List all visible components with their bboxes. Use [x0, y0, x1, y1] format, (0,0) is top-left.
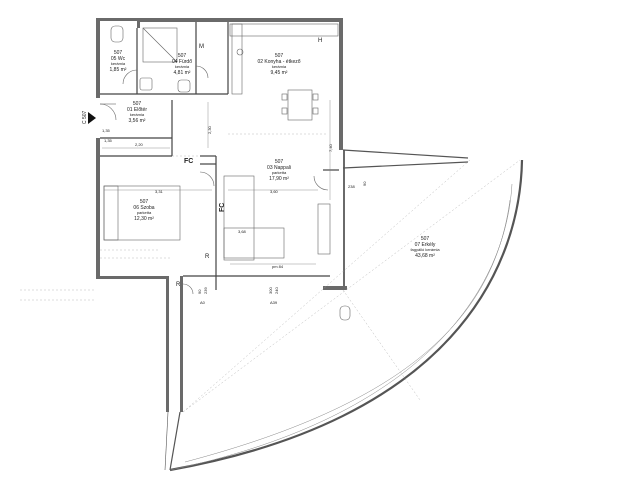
room-unit-wc: 507 — [114, 50, 123, 56]
dim-text: A0 — [200, 300, 206, 305]
marker-r-lower: R — [176, 282, 181, 288]
toilet-wc — [110, 25, 124, 43]
room-name-eloter: 01 Előtér — [127, 107, 147, 113]
dimension-lines — [102, 100, 331, 265]
room-area-konyha: 9,45 m² — [271, 70, 288, 76]
marker-h: H — [318, 38, 322, 44]
toilet-bath — [177, 79, 191, 93]
fixtures — [103, 23, 351, 321]
markers: M H FC FC R R C 507 — [82, 38, 322, 288]
dim-text: 238 — [348, 184, 355, 189]
room-name-nappali: 03 Nappali — [267, 165, 291, 171]
room-floor-szoba: parketta — [137, 210, 152, 215]
dim-text: 1,35 — [104, 138, 113, 143]
marker-m: M — [199, 44, 204, 50]
room-area-wc: 1,85 m² — [110, 67, 127, 73]
construction-lines — [20, 133, 521, 413]
dim-text: 90 — [197, 289, 202, 294]
room-name-erkely: 07 Erkély — [415, 242, 436, 248]
marker-fc-vertical: FC — [219, 203, 226, 212]
room-unit-eloter: 507 — [133, 101, 142, 107]
dim-text: 239 — [203, 287, 208, 294]
dim-text: 90 — [362, 181, 367, 186]
room-unit-nappali: 507 — [275, 159, 284, 165]
room-floor-furdo: kerámia — [175, 64, 190, 69]
room-floor-nappali: parketta — [272, 170, 287, 175]
dim-text: A39 — [270, 300, 278, 305]
washbasin — [139, 77, 153, 91]
room-area-szoba: 12,30 m² — [134, 216, 154, 222]
room-floor-wc: kerámia — [111, 61, 126, 66]
exterior-walls — [96, 18, 347, 412]
room-name-wc: 05 Wc — [111, 56, 126, 62]
room-area-nappali: 17,90 m² — [269, 176, 289, 182]
marker-fc-horizontal: FC — [184, 158, 193, 165]
room-floor-eloter: kerámia — [130, 112, 145, 117]
dim-text: 2,30 — [207, 125, 212, 134]
room-floor-konyha: kerámia — [272, 64, 287, 69]
balcony — [164, 149, 524, 472]
room-labels: 507 05 Wc kerámia 1,85 m² 507 04 Fürdő k… — [110, 50, 441, 259]
door-swings — [99, 65, 329, 295]
dim-text: 7,40 — [328, 143, 333, 152]
entrance-arrow-icon — [88, 112, 96, 124]
room-name-konyha: 02 Konyha - étkező — [257, 59, 300, 65]
dim-text: 3,60 — [270, 189, 279, 194]
room-floor-erkely: fagyálló kerámia — [410, 247, 440, 252]
coffee-table — [339, 305, 351, 321]
room-unit-konyha: 507 — [275, 53, 284, 59]
section-marker: C 507 — [82, 110, 88, 124]
room-unit-szoba: 507 — [140, 199, 149, 205]
dim-text: 2,20 — [135, 142, 144, 147]
dining-table — [287, 89, 313, 121]
kitchen-island — [231, 23, 243, 95]
dim-text: 3,31 — [155, 189, 164, 194]
interior-walls — [100, 22, 339, 290]
dimension-texts: 2,20 3,31 3,60 3,68 1,35 1,35 7,40 2,30 … — [102, 125, 367, 305]
room-unit-erkely: 507 — [421, 236, 430, 242]
kitchen-counter — [229, 23, 339, 37]
sink — [236, 48, 244, 56]
dim-text: 240 — [274, 287, 279, 294]
room-area-erkely: 43,68 m² — [415, 253, 435, 259]
tv-unit — [317, 203, 331, 255]
room-name-szoba: 06 Szoba — [133, 205, 154, 211]
room-unit-furdo: 507 — [178, 53, 187, 59]
dim-text: 3,68 — [238, 229, 247, 234]
dim-text: 1,35 — [102, 128, 111, 133]
room-area-eloter: 3,56 m² — [129, 118, 146, 124]
dim-text: pm 84 — [272, 264, 284, 269]
room-area-furdo: 4,81 m² — [174, 70, 191, 76]
room-name-furdo: 04 Fürdő — [172, 59, 192, 65]
marker-r-upper: R — [205, 254, 210, 260]
shower-tray — [142, 27, 178, 63]
sofa — [223, 175, 255, 261]
dim-text: 300 — [268, 287, 273, 294]
